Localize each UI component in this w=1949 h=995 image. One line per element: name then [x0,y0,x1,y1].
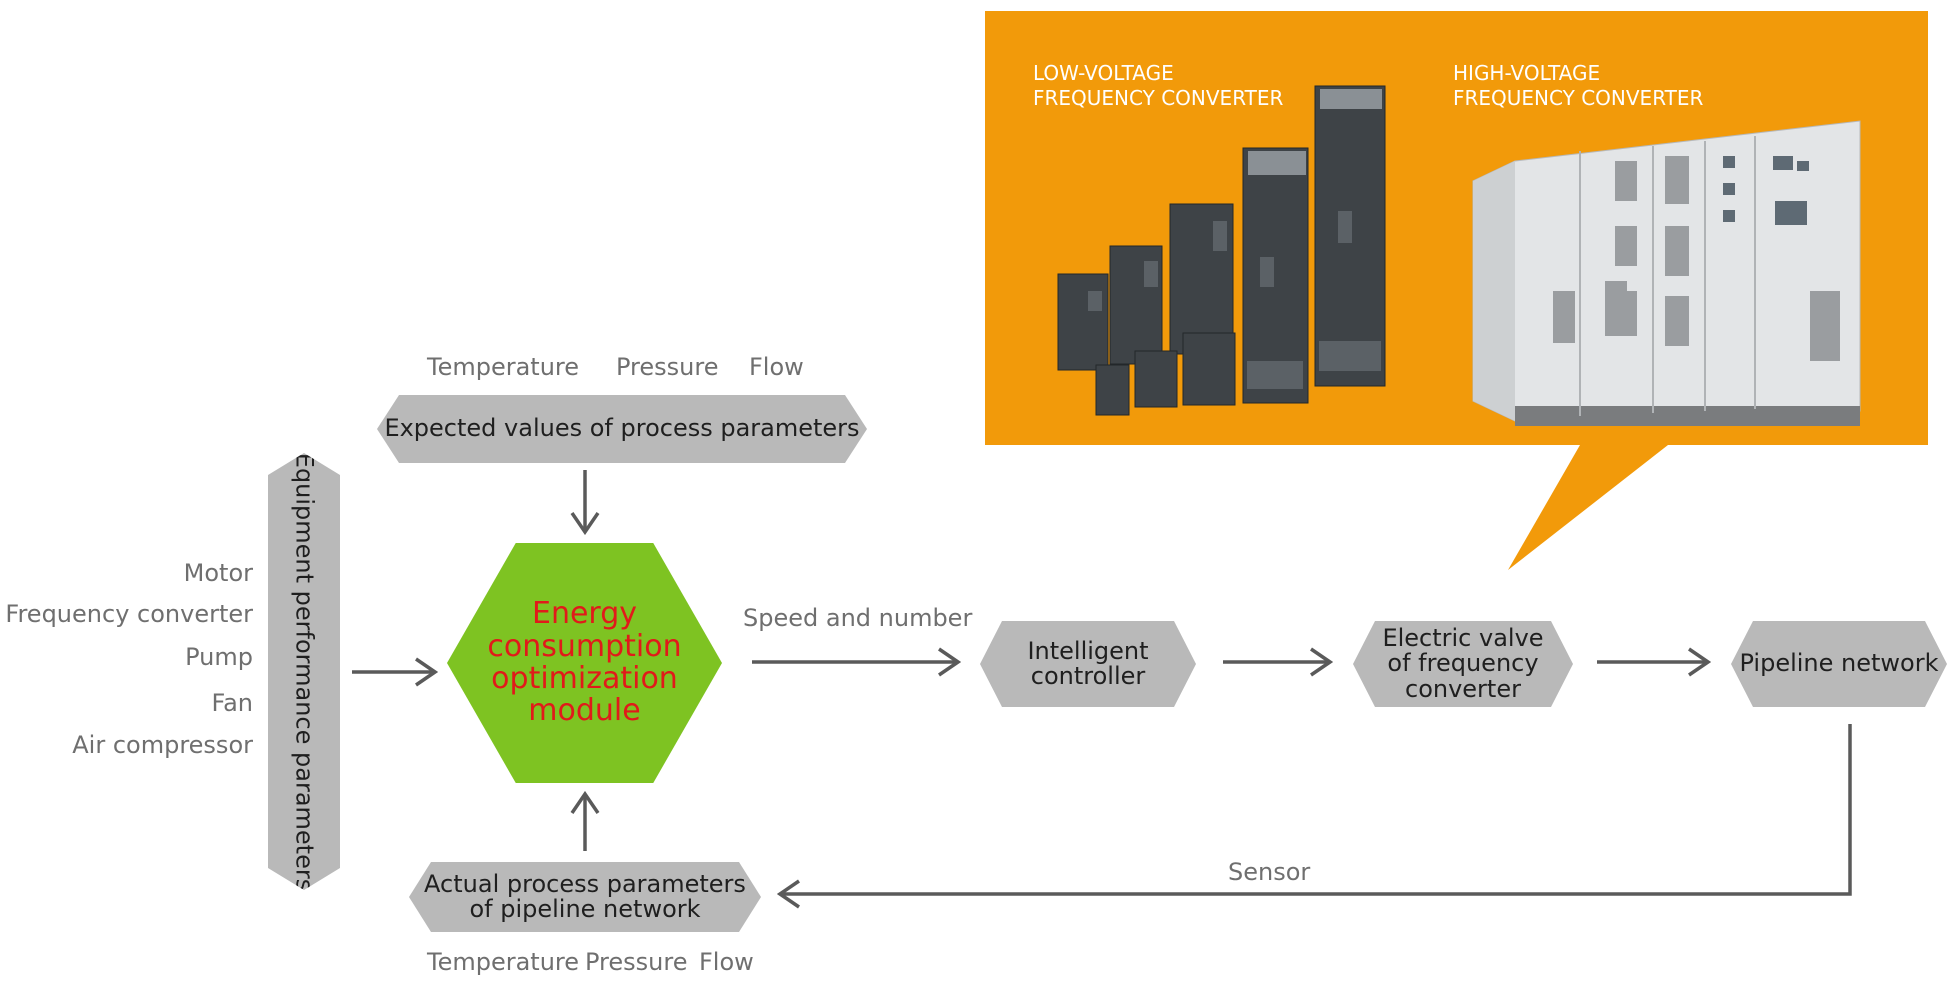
top-param-temperature: Temperature [427,353,580,381]
product-panel: LOW-VOLTAGE FREQUENCY CONVERTER HIGH-VOL… [985,11,1928,445]
actual-parameters-node: Actual process parameters of pipeline ne… [409,862,761,932]
energy-optimization-module-label: Energy consumption optimization module [487,596,682,729]
actual-parameters-label: Actual process parameters of pipeline ne… [424,869,746,923]
high-voltage-cabinet-image [1472,120,1861,426]
electric-valve-node: Electric valve of frequency converter [1353,621,1573,707]
top-param-pressure: Pressure [616,353,719,381]
intelligent-controller-node: Intelligent controller [980,621,1196,707]
equipment-item-air-compressor: Air compressor [72,731,253,759]
intelligent-controller-label: Intelligent controller [1027,636,1149,690]
sensor-label: Sensor [1228,858,1311,886]
bottom-param-pressure: Pressure [585,948,688,976]
expected-values-label: Expected values of process parameters [384,414,860,443]
bottom-param-temperature: Temperature [427,948,580,976]
low-voltage-title: LOW-VOLTAGE FREQUENCY CONVERTER [1033,61,1284,110]
electric-valve-label: Electric valve of frequency converter [1382,624,1544,703]
equipment-item-motor: Motor [183,559,253,587]
bottom-param-flow: Flow [699,948,754,976]
pipeline-network-node: Pipeline network [1731,621,1947,707]
top-param-flow: Flow [749,353,804,381]
pipeline-network-label: Pipeline network [1739,649,1939,678]
equipment-item-frequency-converter: Frequency converter [5,600,253,628]
high-voltage-title: HIGH-VOLTAGE FREQUENCY CONVERTER [1453,61,1704,110]
equipment-performance-label: Equipment performance parameters [290,452,319,891]
converter-unit [1057,85,1386,416]
speed-and-number-label: Speed and number [743,604,973,632]
sensor-feedback-arrow [780,724,1852,894]
low-voltage-converters-image [1057,85,1386,416]
equipment-item-pump: Pump [185,643,253,671]
expected-values-node: Expected values of process parameters [377,395,867,463]
callout-tail [1508,445,1668,570]
equipment-item-fan: Fan [211,689,253,717]
equipment-performance-node: Equipment performance parameters [268,453,340,890]
